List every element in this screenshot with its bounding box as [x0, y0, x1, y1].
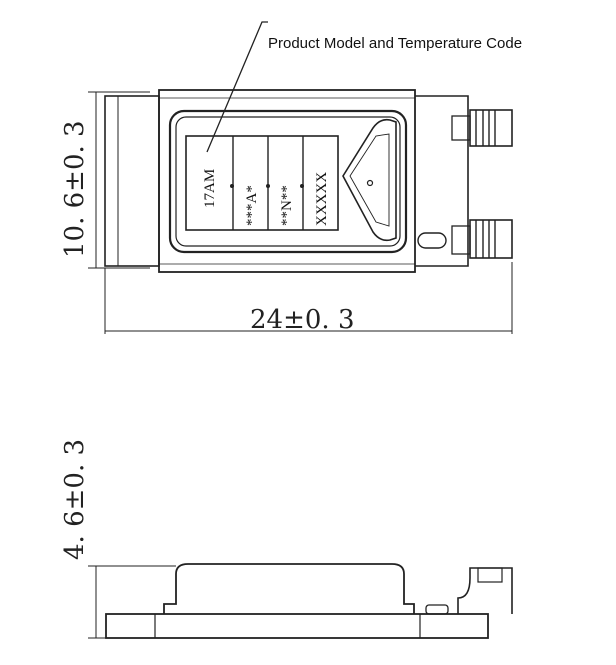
side-view: 4. 6±0. 3 — [60, 439, 513, 639]
width-dimension-label: 24±0. 3 — [250, 305, 354, 335]
code-field-1: 17AM — [202, 169, 218, 208]
marker-dot-2 — [266, 184, 270, 188]
terminal-top — [451, 109, 513, 147]
label-plate-inner — [175, 116, 401, 247]
main-body — [158, 89, 416, 273]
side-terminal — [457, 567, 513, 614]
callout: Product Model and Temperature Code — [206, 21, 522, 153]
terminal-bottom — [451, 219, 513, 259]
code-field-4: XXXXX — [314, 172, 330, 226]
width-dimension: 24±0. 3 — [104, 262, 513, 335]
code-field-2: ***A* — [244, 185, 260, 226]
callout-label: Product Model and Temperature Code — [268, 35, 522, 52]
slot-hole — [417, 232, 447, 249]
height-dimension: 10. 6±0. 3 — [60, 91, 150, 269]
left-end-cap — [104, 95, 160, 267]
thickness-dimension: 4. 6±0. 3 — [60, 439, 176, 639]
rivet-bump — [425, 604, 449, 615]
label-plate-outer — [168, 109, 408, 254]
callout-leader-line — [206, 21, 268, 153]
thickness-dimension-label: 4. 6±0. 3 — [60, 439, 90, 560]
marker-dot-3 — [300, 184, 304, 188]
chevron-dot — [366, 179, 374, 187]
code-field-3: **N** — [279, 185, 295, 226]
chevron-arrow — [342, 118, 397, 242]
top-view: 10. 6±0. 3 17AM ***A* **N** XXXXX — [60, 89, 513, 335]
height-dimension-label: 10. 6±0. 3 — [60, 120, 90, 258]
code-field-box — [185, 135, 339, 231]
base-plate — [105, 613, 489, 639]
marker-dot-1 — [230, 184, 234, 188]
right-bracket — [415, 95, 469, 267]
housing — [163, 563, 415, 614]
